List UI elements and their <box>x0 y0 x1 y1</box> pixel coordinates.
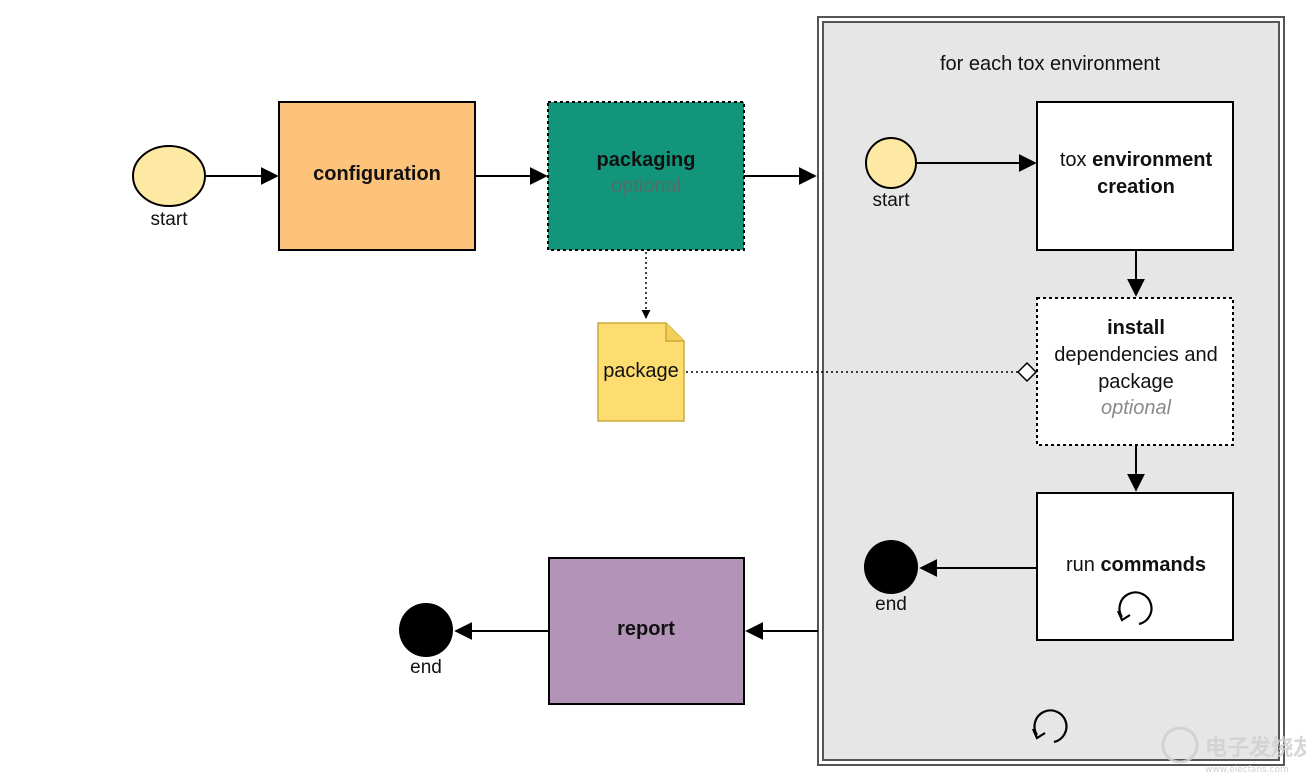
install-label-line2: dependencies and <box>1054 344 1217 366</box>
install-optional-note: optional <box>1101 397 1172 419</box>
run-commands-bold: commands <box>1100 554 1206 576</box>
start-node-inner: start <box>865 137 917 211</box>
report-box: report <box>548 557 745 705</box>
packaging-label: packaging <box>597 149 696 171</box>
watermark-subtext: www.elecfans.com <box>1205 765 1289 775</box>
package-label: package <box>603 360 679 382</box>
end-label-main: end <box>410 657 442 678</box>
loop-arrow-icon <box>1031 709 1068 744</box>
start-node-main: start <box>132 145 206 230</box>
packaging-optional-note: optional <box>611 175 681 197</box>
env-creation-prefix: tox <box>1060 149 1092 171</box>
end-node-inner: end <box>864 540 918 615</box>
install-box: install dependencies and package optiona… <box>1036 297 1234 446</box>
run-commands-prefix: run <box>1066 554 1100 576</box>
start-label-inner: start <box>873 190 911 211</box>
run-commands-box: run commands <box>1036 492 1234 641</box>
end-label-inner: end <box>875 594 907 615</box>
report-label: report <box>617 618 675 640</box>
watermark: 电子发烧友 www.elecfans.com <box>1161 726 1306 775</box>
configuration-box: configuration <box>278 101 476 251</box>
watermark-text: 电子发烧友 <box>1205 735 1306 761</box>
packaging-box: packaging optional <box>547 101 745 251</box>
loop-container-title: for each tox environment <box>940 53 1161 75</box>
env-creation-bold-1: environment <box>1092 149 1212 171</box>
configuration-label: configuration <box>313 163 441 185</box>
run-commands-label: run commands <box>1066 554 1206 576</box>
package-document: package <box>597 322 685 422</box>
install-label-line3: package <box>1098 371 1174 393</box>
install-label-bold: install <box>1107 317 1165 339</box>
env-creation-line1: tox environment <box>1060 149 1213 171</box>
env-creation-bold-2: creation <box>1097 176 1175 198</box>
start-label-main: start <box>151 209 189 230</box>
env-creation-box: tox environment creation <box>1036 101 1234 251</box>
loop-arrow-icon <box>1116 591 1153 626</box>
end-node-main: end <box>399 603 453 678</box>
